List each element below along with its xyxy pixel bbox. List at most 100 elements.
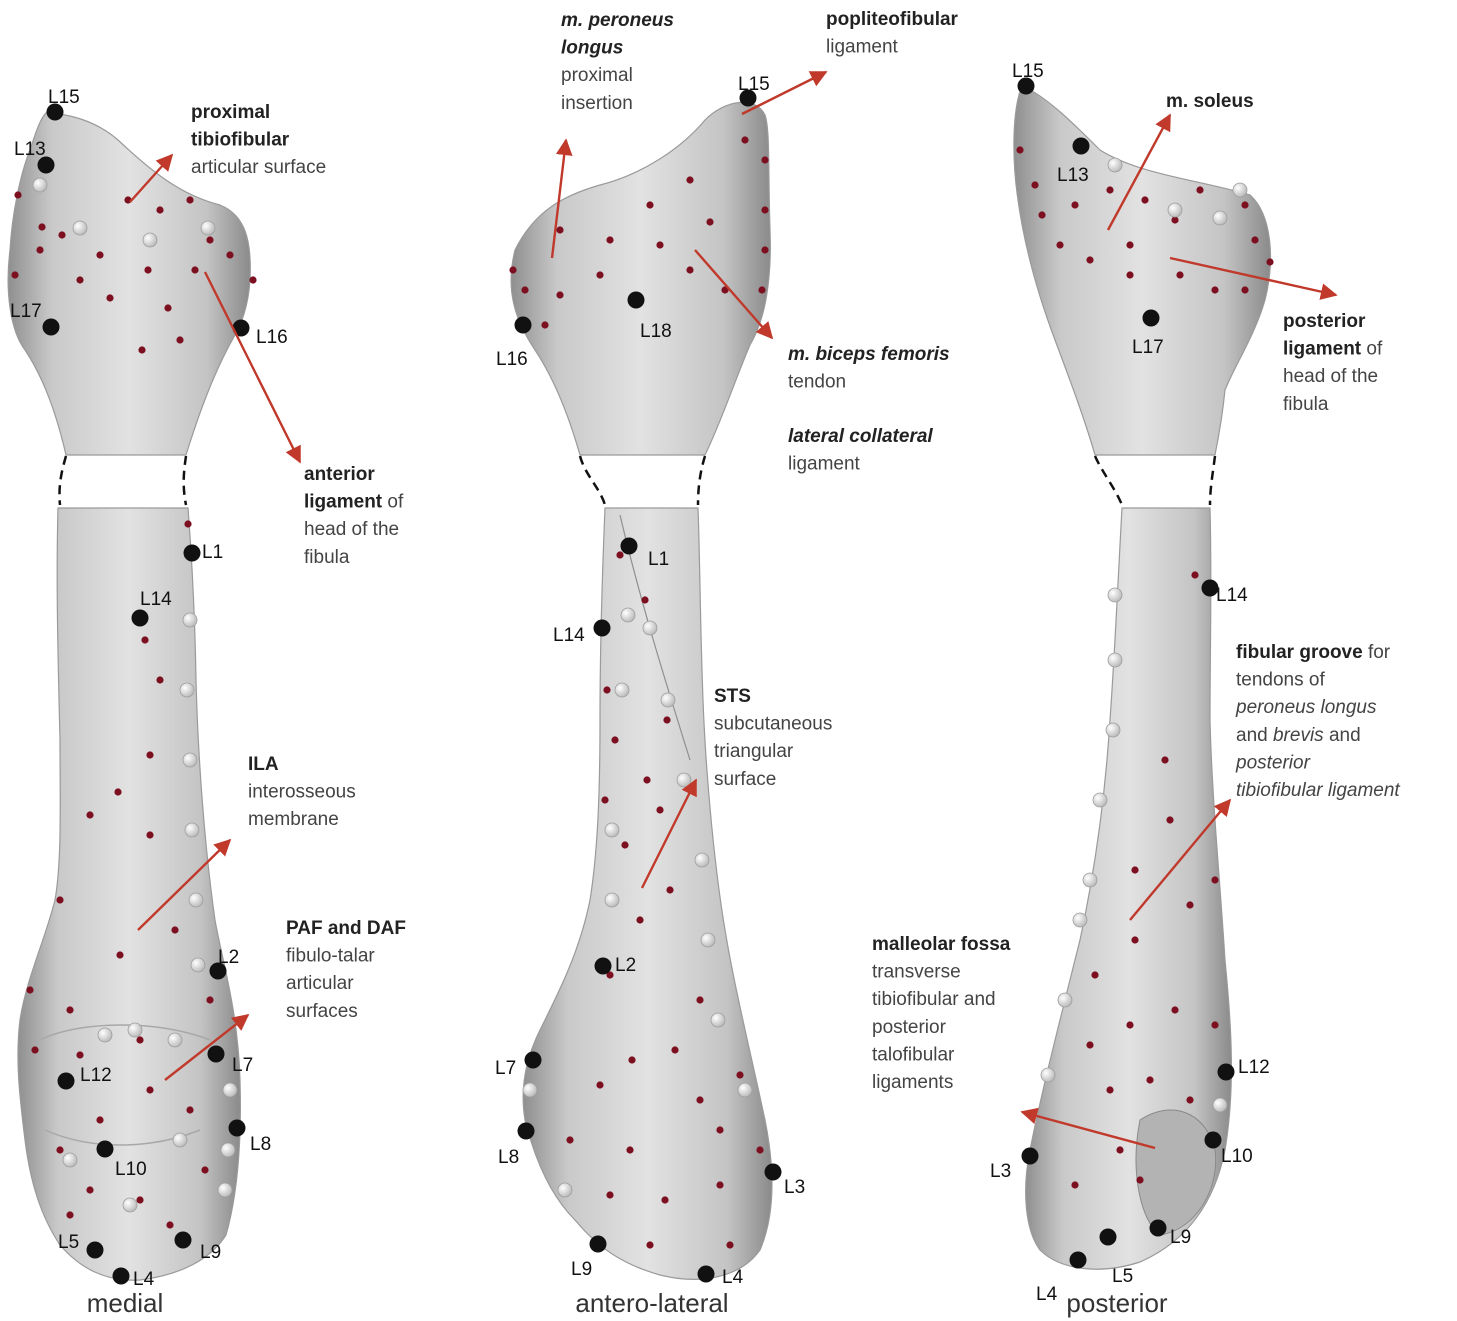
landmark-label: L17 — [10, 301, 42, 322]
landmark-dot — [229, 1120, 246, 1137]
sliding-semilandmark — [1073, 913, 1087, 927]
semilandmark-dot — [509, 266, 516, 273]
sliding-semilandmark — [1108, 588, 1122, 602]
landmark-dot — [184, 545, 201, 562]
semilandmark-dot — [636, 916, 643, 923]
sliding-semilandmark — [143, 233, 157, 247]
landmark-label: L15 — [48, 87, 80, 108]
landmark-label: L4 — [133, 1269, 155, 1290]
semilandmark-dot — [76, 1051, 83, 1058]
sliding-semilandmark — [168, 1033, 182, 1047]
landmark-label: L10 — [1221, 1146, 1253, 1167]
annotation-text: m. biceps femoris tendon — [788, 344, 950, 393]
landmark-label: L13 — [1057, 165, 1089, 186]
semilandmark-dot — [761, 156, 768, 163]
semilandmark-dot — [1056, 241, 1063, 248]
annotation-segment: for — [1363, 642, 1391, 663]
semilandmark-dot — [1191, 571, 1198, 578]
semilandmark-dot — [556, 291, 563, 298]
annotation-text: malleolar fossatransversetibiofibular an… — [872, 934, 1011, 1093]
semilandmark-dot — [1136, 1176, 1143, 1183]
annotation-segment: m. peroneus — [561, 10, 674, 31]
landmark-label: L16 — [256, 327, 288, 348]
sliding-semilandmark — [1168, 203, 1182, 217]
landmark-label: L14 — [553, 625, 585, 646]
landmark-dot — [132, 610, 149, 627]
semilandmark-dot — [541, 321, 548, 328]
annotation-text: anteriorligament ofhead of thefibula — [304, 464, 404, 568]
sliding-semilandmark — [183, 753, 197, 767]
semilandmark-dot — [656, 241, 663, 248]
semilandmark-dot — [646, 201, 653, 208]
semilandmark-dot — [556, 226, 563, 233]
semilandmark-dot — [1131, 866, 1138, 873]
sliding-semilandmark — [1106, 723, 1120, 737]
annotation-segment: fibular groove — [1236, 642, 1363, 663]
landmark-dot — [1073, 138, 1090, 155]
annotation-text: popliteofibularligament — [826, 9, 959, 58]
semilandmark-dot — [56, 896, 63, 903]
semilandmark-dot — [666, 886, 673, 893]
sliding-semilandmark — [218, 1183, 232, 1197]
semilandmark-dot — [1266, 258, 1273, 265]
semilandmark-dot — [611, 736, 618, 743]
semilandmark-dot — [1176, 271, 1183, 278]
sliding-semilandmark — [33, 178, 47, 192]
semilandmark-dot — [1071, 1181, 1078, 1188]
landmark-label: L14 — [140, 589, 172, 610]
landmark-dot — [525, 1052, 542, 1069]
posterior-malleolar-fossa — [1136, 1110, 1216, 1235]
landmark-label: L17 — [1132, 337, 1164, 358]
semilandmark-dot — [1196, 186, 1203, 193]
landmark-dot — [515, 317, 532, 334]
semilandmark-dot — [156, 206, 163, 213]
landmark-label: L2 — [615, 955, 636, 976]
semilandmark-dot — [1016, 146, 1023, 153]
semilandmark-dot — [31, 1046, 38, 1053]
annotation-segment: tendon — [788, 372, 846, 393]
view-label-posterior: posterior — [1066, 1288, 1167, 1318]
landmark-label: L14 — [1216, 585, 1248, 606]
semilandmark-dot — [146, 831, 153, 838]
semilandmark-dot — [1186, 901, 1193, 908]
annotation-segment: and — [1324, 725, 1361, 746]
annotation-segment: membrane — [248, 809, 339, 830]
semilandmark-dot — [706, 218, 713, 225]
antero-lateral-proximal-head — [511, 102, 770, 455]
semilandmark-dot — [1211, 286, 1218, 293]
semilandmark-dot — [1126, 271, 1133, 278]
landmark-label: L9 — [1170, 1227, 1191, 1248]
view-label-medial: medial — [87, 1288, 164, 1318]
annotation-segment: ligament — [826, 37, 899, 58]
sliding-semilandmark — [1213, 211, 1227, 225]
semilandmark-dot — [249, 276, 256, 283]
annotation-segment: proximal — [561, 65, 633, 86]
semilandmark-dot — [736, 1071, 743, 1078]
landmark-label: L12 — [80, 1065, 112, 1086]
semilandmark-dot — [1186, 1096, 1193, 1103]
landmark-dot — [628, 292, 645, 309]
semilandmark-dot — [146, 1086, 153, 1093]
semilandmark-dot — [206, 236, 213, 243]
landmark-label: L13 — [14, 139, 46, 160]
landmark-dot — [594, 620, 611, 637]
medial-break-left — [59, 456, 66, 505]
annotation-segment: longus — [561, 38, 623, 59]
sliding-semilandmark — [185, 823, 199, 837]
semilandmark-dot — [58, 231, 65, 238]
annotation-segment: of — [382, 492, 404, 513]
sliding-semilandmark — [621, 608, 635, 622]
semilandmark-dot — [156, 676, 163, 683]
sliding-semilandmark — [1108, 653, 1122, 667]
annotation-segment: m. biceps femoris — [788, 344, 950, 365]
semilandmark-dot — [36, 246, 43, 253]
sliding-semilandmark — [128, 1023, 142, 1037]
semilandmark-dot — [1031, 181, 1038, 188]
landmark-dot — [1100, 1229, 1117, 1246]
semilandmark-dot — [76, 276, 83, 283]
semilandmark-dot — [114, 788, 121, 795]
semilandmark-dot — [686, 266, 693, 273]
semilandmark-dot — [603, 686, 610, 693]
